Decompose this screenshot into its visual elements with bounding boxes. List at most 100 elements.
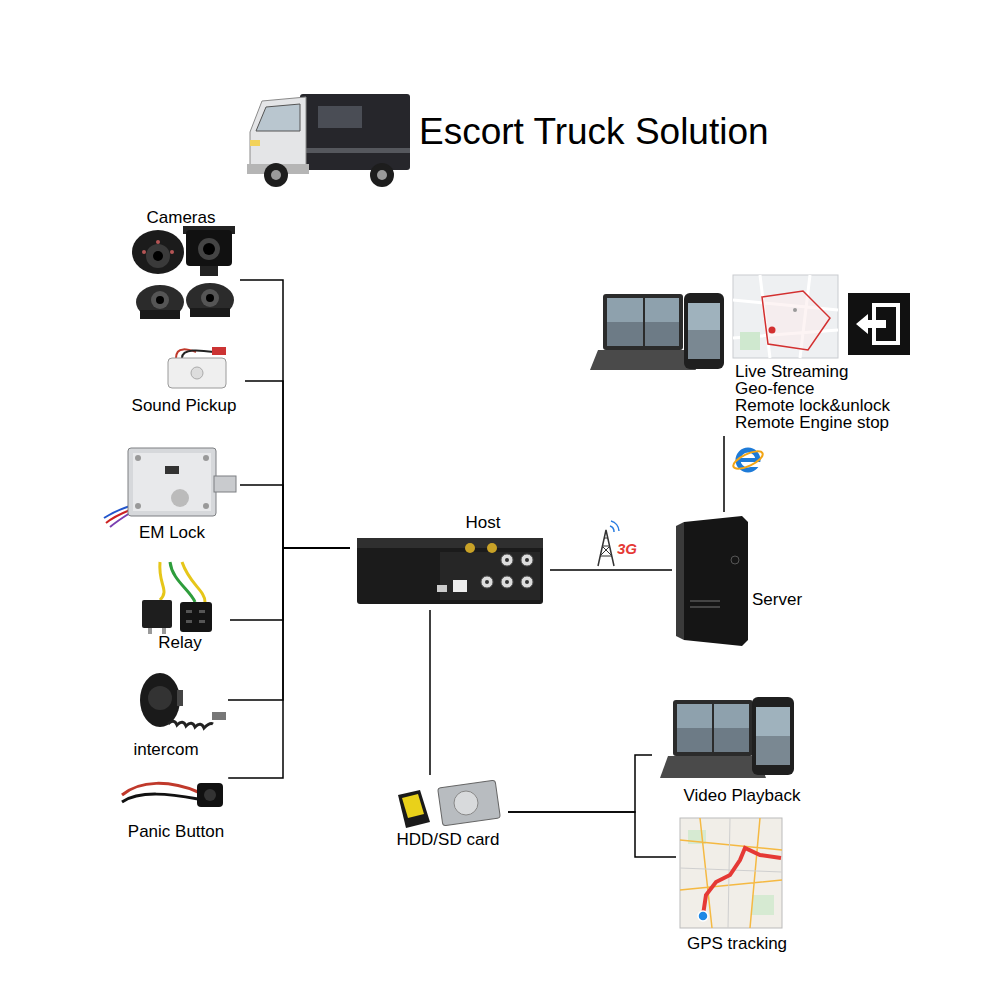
- connector-line: [240, 280, 350, 548]
- gps-map: [703, 848, 781, 915]
- server-picture: [690, 606, 720, 608]
- camera-pictures: [203, 243, 215, 255]
- live-view-devices: [643, 298, 645, 346]
- playback-devices: [660, 697, 794, 778]
- em-lock-node: EM Lock: [100, 442, 240, 545]
- server-picture: [676, 516, 748, 646]
- em-lock-picture: [203, 503, 209, 509]
- live-view-devices: [688, 303, 720, 359]
- truck-picture: [370, 163, 394, 187]
- relay-picture: [186, 620, 192, 623]
- truck-picture: [264, 163, 288, 187]
- playback-devices: [673, 700, 753, 756]
- gps-map: [680, 818, 782, 928]
- intercom-node: intercom: [128, 668, 228, 762]
- connector-line: [508, 812, 676, 857]
- sound-pickup-picture: [182, 350, 214, 358]
- device-label: EM Lock: [139, 523, 205, 543]
- truck-picture: [377, 170, 387, 180]
- sound-pickup-picture: [168, 347, 226, 388]
- host-picture: [481, 576, 493, 588]
- exit-icon: [848, 293, 910, 355]
- tower-icon: [598, 530, 614, 566]
- camera-pictures: [198, 238, 220, 260]
- host-picture: [501, 554, 513, 566]
- server-picture: [731, 556, 739, 564]
- camera-pictures: [156, 296, 164, 304]
- host-picture: [525, 558, 529, 562]
- device-label: Video Playback: [684, 786, 801, 806]
- device-label: Relay: [158, 633, 201, 653]
- remote-features-node: Live StreamingGeo-fenceRemote lock&unloc…: [588, 272, 915, 436]
- browser-icon: [739, 458, 757, 462]
- tower-icon: [611, 521, 619, 531]
- intercom-picture: [168, 721, 213, 728]
- device-label: Panic Button: [128, 822, 224, 842]
- intercom-picture: [177, 690, 183, 706]
- connector-line: [228, 548, 350, 778]
- geofence-map: [733, 275, 838, 358]
- storage-picture: [402, 794, 424, 818]
- em-lock-picture: [214, 476, 236, 492]
- camera-pictures: [136, 285, 184, 319]
- playback-devices: [756, 707, 790, 765]
- truck-picture: [256, 104, 300, 131]
- storage-picture: [454, 791, 478, 815]
- relay-picture: [199, 610, 205, 613]
- em-lock-picture: [171, 489, 189, 507]
- device-label: Sound Pickup: [132, 396, 237, 416]
- host-picture: [357, 538, 543, 604]
- playback-devices: [712, 704, 714, 752]
- camera-pictures: [151, 291, 169, 309]
- intercom-picture: [140, 673, 180, 727]
- browser-icon: [731, 448, 765, 472]
- host-picture: [521, 554, 533, 566]
- truck-picture: [318, 106, 362, 128]
- intercom-picture: [148, 686, 172, 710]
- gps-node: GPS tracking: [676, 815, 791, 957]
- camera-pictures: [146, 244, 170, 268]
- gps-map: [698, 911, 708, 921]
- connector-line: [429, 610, 431, 775]
- camera-pictures: [132, 226, 235, 319]
- tower-icon: [598, 521, 619, 566]
- storage-node: HDD/SD card: [390, 775, 508, 853]
- gps-map: [752, 895, 774, 915]
- relay-picture: [182, 562, 205, 602]
- truck-picture: [271, 170, 281, 180]
- relay-picture: [148, 628, 152, 634]
- sound-pickup-picture: [212, 347, 226, 355]
- relay-picture: [199, 620, 205, 623]
- connector-line: [245, 381, 350, 548]
- em-lock-picture: [110, 513, 130, 527]
- camera-pictures: [190, 308, 230, 317]
- device-label: GPS tracking: [687, 934, 787, 954]
- truck-picture: [300, 148, 410, 153]
- host-picture: [453, 580, 467, 592]
- connector-line: [550, 569, 672, 571]
- host-picture: [440, 552, 540, 600]
- playback-devices: [660, 756, 766, 778]
- camera-pictures: [186, 230, 232, 266]
- relay-picture: [170, 562, 195, 602]
- host-picture: [505, 580, 509, 584]
- connector-line: [508, 755, 652, 812]
- title: Escort Truck Solution: [419, 110, 769, 154]
- em-lock-picture: [128, 448, 216, 516]
- sound-pickup-node: Sound Pickup: [125, 342, 245, 418]
- host-picture: [525, 580, 529, 584]
- truck-picture: [247, 94, 410, 187]
- playback-devices: [677, 704, 749, 752]
- host-picture: [485, 580, 489, 584]
- device-label: Remote Engine stop: [735, 413, 889, 433]
- host-picture: [357, 538, 543, 548]
- host-picture: [501, 576, 513, 588]
- storage-picture: [398, 790, 430, 828]
- connector-line: [723, 436, 725, 512]
- relay-picture: [160, 562, 164, 600]
- relay-picture: [142, 600, 172, 628]
- camera-pictures: [153, 251, 163, 261]
- playback-devices: [756, 736, 790, 765]
- connector-line: [228, 548, 350, 700]
- geofence-map: [762, 291, 830, 350]
